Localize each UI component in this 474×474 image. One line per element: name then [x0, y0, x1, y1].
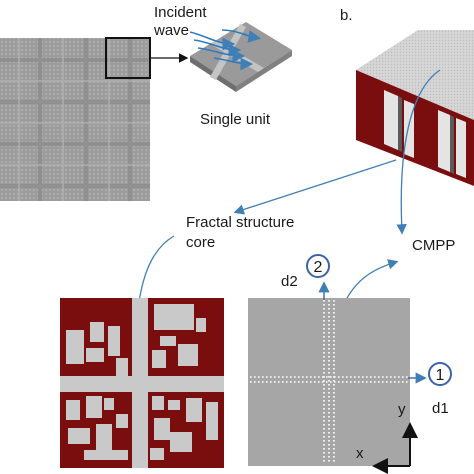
d2-label: d2: [281, 273, 298, 290]
port-2-label: 2: [314, 259, 323, 276]
cmpp-top-view-panel: [248, 298, 410, 466]
incident-wave-arrows: [189, 29, 262, 71]
port-2-circle: [306, 254, 330, 278]
connector-arrow-to-fractal: [233, 159, 397, 215]
xy-axes: [372, 422, 418, 474]
metasurface-array: [0, 38, 150, 201]
axis-y-label: y: [398, 401, 406, 418]
d1-label: d1: [432, 400, 449, 417]
incident-wave-label-line1: Incident: [154, 4, 207, 21]
single-unit-label: Single unit: [200, 111, 271, 128]
fractal-core-label-line1: Fractal structure: [186, 214, 294, 231]
incident-wave-label-line2: wave: [153, 22, 189, 39]
cmpp-label: CMPP: [412, 237, 455, 254]
cmpp-3d-block: [356, 30, 474, 186]
port-1-label: 1: [436, 367, 445, 384]
fractal-core-panel: [60, 298, 224, 468]
panel-label-b: b.: [340, 7, 353, 24]
connector-arrow-cmpp: [343, 259, 399, 305]
axis-x-label: x: [356, 445, 364, 462]
port-1-circle: [428, 362, 452, 386]
single-unit-tile: [190, 22, 292, 92]
fractal-core-label-line2: core: [186, 234, 215, 251]
connector-arrow-to-cmpp: [396, 69, 441, 235]
